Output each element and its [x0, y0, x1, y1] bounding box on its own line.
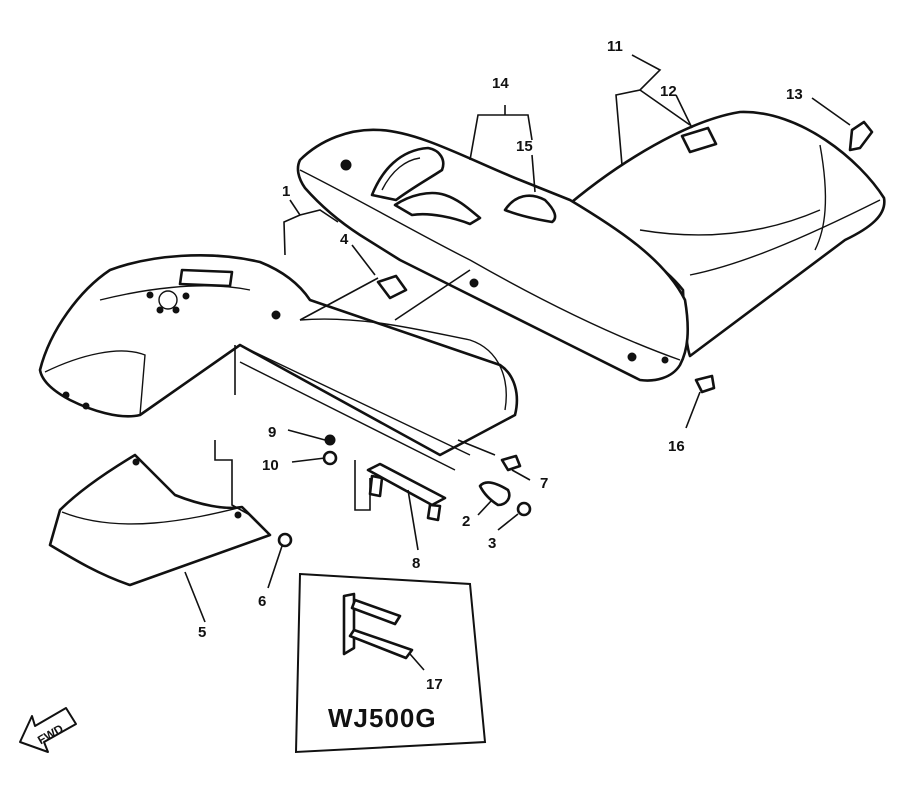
callout-7: 7 — [540, 475, 548, 492]
callout-8: 8 — [412, 555, 420, 572]
hardware — [277, 120, 874, 548]
callout-9: 9 — [268, 424, 276, 441]
washer-part-10 — [322, 450, 338, 466]
callout-10: 10 — [262, 457, 279, 474]
forward-arrow: FWD — [19, 707, 77, 753]
leader-lines — [184, 54, 851, 623]
screw-part-7 — [500, 454, 522, 472]
upper-cover — [296, 128, 690, 382]
model-inset — [294, 572, 487, 754]
callout-5: 5 — [198, 624, 206, 641]
callout-15: 15 — [516, 138, 533, 155]
callout-11: 11 — [607, 38, 623, 55]
washer-part-3 — [516, 501, 532, 517]
bolt-part-13 — [848, 120, 874, 152]
front-cowl — [38, 254, 519, 471]
callout-14: 14 — [492, 75, 509, 92]
bracket-part-8 — [366, 462, 447, 522]
callout-2: 2 — [462, 513, 470, 530]
bolt-part-16 — [694, 374, 716, 394]
callout-13: 13 — [786, 86, 803, 103]
callout-3: 3 — [488, 535, 496, 552]
model-label: WJ500G — [328, 703, 437, 733]
callout-12: 12 — [660, 83, 677, 100]
callout-labels: 1 2 3 4 5 6 7 8 9 10 11 12 13 14 15 16 1… — [198, 38, 803, 733]
callout-6: 6 — [258, 593, 266, 610]
arrow-icon — [19, 707, 77, 753]
chin-cover — [48, 453, 272, 587]
grommet-part-4 — [376, 274, 408, 300]
seat-clip-part-12 — [680, 126, 718, 154]
callout-1: 1 — [282, 183, 290, 200]
nut-part-9 — [324, 434, 336, 446]
callout-17: 17 — [426, 676, 443, 693]
callout-16: 16 — [668, 438, 685, 455]
callout-4: 4 — [340, 231, 349, 248]
screw-part-6 — [277, 532, 293, 548]
collar-part-2 — [478, 481, 511, 507]
